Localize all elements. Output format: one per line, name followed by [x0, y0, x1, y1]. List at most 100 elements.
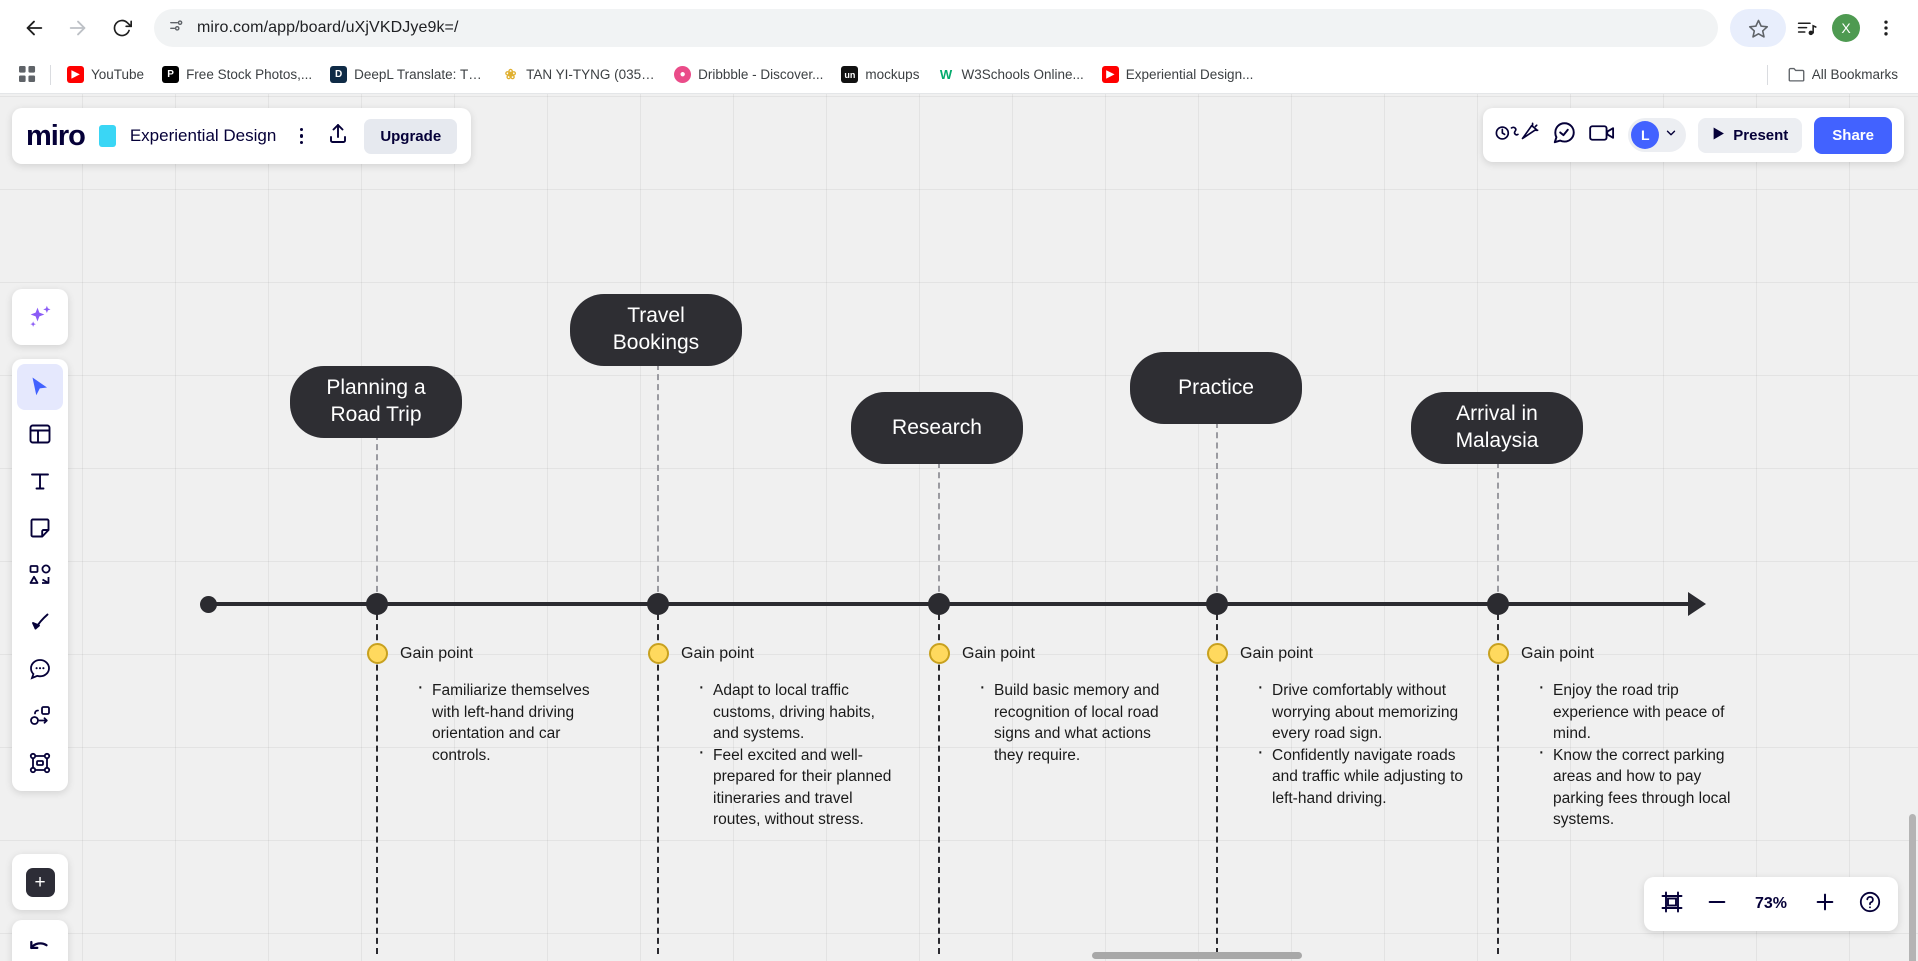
upload-icon[interactable]: [326, 122, 350, 151]
all-bookmarks-area: All Bookmarks: [1761, 61, 1906, 88]
templates-icon[interactable]: [17, 411, 63, 457]
timeline-node-dot[interactable]: [928, 593, 950, 615]
stage-connector-line: [1497, 462, 1499, 602]
bookmark-item[interactable]: P Free Stock Photos,...: [154, 61, 320, 88]
bookmark-item[interactable]: ▶ YouTube: [59, 61, 152, 88]
zoom-in-icon[interactable]: [1814, 891, 1836, 918]
stage-connector-line: [938, 462, 940, 602]
youtube-icon: ▶: [1101, 66, 1119, 83]
folder-icon: [1788, 66, 1805, 83]
gain-point-dot[interactable]: [648, 643, 669, 664]
browser-toolbar: miro.com/app/board/uXjVKDJye9k=/ X: [0, 0, 1918, 56]
more-apps-icon[interactable]: [17, 740, 63, 786]
help-icon[interactable]: [1858, 890, 1882, 919]
user-presence-chip[interactable]: L: [1628, 118, 1687, 152]
stage-title: Arrival in Malaysia: [1455, 402, 1539, 452]
stage-pill-research[interactable]: Research: [851, 392, 1023, 464]
pexels-icon: P: [162, 66, 180, 83]
upgrade-button[interactable]: Upgrade: [364, 118, 458, 154]
vertical-scrollbar[interactable]: [1909, 814, 1916, 961]
gain-point-dot[interactable]: [929, 643, 950, 664]
list-item: Build basic memory and recognition of lo…: [977, 677, 1179, 766]
gain-point-dot[interactable]: [1488, 643, 1509, 664]
apps-grid-icon[interactable]: [12, 66, 42, 83]
gain-point-label: Gain point: [400, 645, 473, 662]
three-dot-menu-icon[interactable]: [1868, 10, 1904, 46]
gain-connector-line: [376, 614, 378, 954]
stage-title: Planning a Road Trip: [326, 376, 426, 426]
w3schools-icon: W: [937, 66, 955, 83]
browser-chrome: miro.com/app/board/uXjVKDJye9k=/ X ▶ You…: [0, 0, 1918, 94]
bookmark-item[interactable]: ❀ TAN YI-TYNG (0353...: [494, 61, 664, 88]
bookmark-item[interactable]: D DeepL Translate: Th...: [322, 61, 492, 88]
comment-icon[interactable]: [17, 646, 63, 692]
divider: [1766, 64, 1768, 85]
stage-connector-line: [1216, 422, 1218, 602]
zoom-level: 73%: [1754, 895, 1788, 912]
stage-pill-planning-a-road-trip[interactable]: Planning a Road Trip: [290, 366, 462, 438]
bookmarks-bar: ▶ YouTube P Free Stock Photos,... D Deep…: [0, 56, 1918, 94]
bookmark-item[interactable]: W W3Schools Online...: [929, 61, 1091, 88]
frame-connector-icon[interactable]: [17, 693, 63, 739]
timeline-node-dot[interactable]: [1206, 593, 1228, 615]
ai-sparkle-icon[interactable]: [12, 289, 68, 345]
gain-point-label: Gain point: [962, 645, 1035, 662]
board-title[interactable]: Experiential Design: [129, 126, 277, 145]
deepl-icon: D: [330, 66, 348, 83]
all-bookmarks-button[interactable]: All Bookmarks: [1780, 61, 1906, 88]
star-icon[interactable]: [1730, 9, 1786, 47]
stage-connector-line: [657, 364, 659, 602]
undo-icon[interactable]: [17, 926, 63, 961]
celebration-icon[interactable]: [1495, 120, 1539, 151]
text-icon[interactable]: [17, 458, 63, 504]
timeline-node-dot[interactable]: [1487, 593, 1509, 615]
forward-arrow-icon[interactable]: [58, 8, 98, 48]
bookmark-item[interactable]: un mockups: [833, 61, 927, 88]
list-item: Feel excited and well-prepared for their…: [696, 742, 894, 831]
stage-pill-arrival-in-malaysia[interactable]: Arrival in Malaysia: [1411, 392, 1583, 464]
reaction-icon[interactable]: [1551, 120, 1577, 151]
url-text: miro.com/app/board/uXjVKDJye9k=/: [197, 19, 459, 36]
sticky-note-icon[interactable]: [17, 505, 63, 551]
gain-point-list: Familiarize themselves with left-hand dr…: [415, 677, 603, 766]
fit-to-screen-icon[interactable]: [1660, 890, 1684, 919]
cursor-select-icon[interactable]: [17, 364, 63, 410]
share-button[interactable]: Share: [1814, 116, 1892, 154]
miro-logo[interactable]: miro: [26, 119, 86, 152]
back-arrow-icon[interactable]: [14, 8, 54, 48]
timeline-node-dot[interactable]: [366, 593, 388, 615]
address-bar[interactable]: miro.com/app/board/uXjVKDJye9k=/: [154, 9, 1718, 47]
video-call-icon[interactable]: [1589, 122, 1616, 149]
reload-icon[interactable]: [102, 8, 142, 48]
bookmark-label: Free Stock Photos,...: [186, 67, 313, 82]
gain-point-dot[interactable]: [1207, 643, 1228, 664]
media-control-icon[interactable]: [1788, 10, 1824, 46]
list-item: Confidently navigate roads and traffic w…: [1255, 742, 1463, 810]
zoom-out-icon[interactable]: [1706, 891, 1728, 918]
list-item: Familiarize themselves with left-hand dr…: [415, 677, 603, 766]
bookmark-item[interactable]: ● Dribbble - Discover...: [666, 61, 831, 88]
all-bookmarks-label: All Bookmarks: [1811, 67, 1898, 82]
board-header: miro Experiential Design Upgrade: [12, 108, 472, 164]
bookmark-item[interactable]: ▶ Experiential Design...: [1094, 61, 1262, 88]
stage-pill-travel-bookings[interactable]: Travel Bookings: [570, 294, 742, 366]
site-settings-icon[interactable]: [168, 17, 185, 39]
timeline-node-dot[interactable]: [647, 593, 669, 615]
gain-point-dot[interactable]: [367, 643, 388, 664]
shapes-icon[interactable]: [17, 552, 63, 598]
add-icon[interactable]: +: [12, 854, 68, 910]
unsplash-icon: un: [841, 66, 859, 83]
gain-point-label: Gain point: [1521, 645, 1594, 662]
more-options-icon[interactable]: [290, 127, 312, 145]
stage-pill-practice[interactable]: Practice: [1130, 352, 1302, 424]
pen-icon[interactable]: [17, 599, 63, 645]
bookmark-label: TAN YI-TYNG (0353...: [526, 67, 657, 82]
horizontal-scrollbar[interactable]: [1092, 952, 1302, 959]
present-button[interactable]: Present: [1698, 117, 1803, 153]
avatar[interactable]: X: [1832, 14, 1860, 42]
board-content: Planning a Road Trip Travel Bookings Res…: [0, 94, 1918, 961]
gain-point-list: Build basic memory and recognition of lo…: [977, 677, 1179, 766]
miro-canvas[interactable]: Planning a Road Trip Travel Bookings Res…: [0, 94, 1918, 961]
timeline-arrow-head: [1688, 592, 1706, 616]
gain-point-label: Gain point: [1240, 645, 1313, 662]
